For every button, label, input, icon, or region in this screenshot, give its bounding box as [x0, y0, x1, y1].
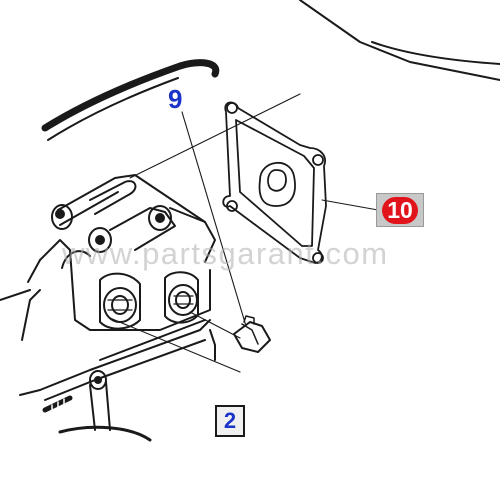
engine-housing-outline [0, 0, 500, 301]
callout-badge-10[interactable]: 10 [376, 193, 424, 227]
watermark-text: www.partsgarant.com [62, 236, 389, 271]
callout-label-10: 10 [382, 196, 418, 224]
callout-label-9[interactable]: 9 [168, 84, 183, 114]
gasket-10 [222, 101, 327, 264]
plug-9 [233, 315, 271, 353]
leader-lines [109, 93, 379, 373]
callout-label-2[interactable]: 2 [215, 405, 245, 437]
valve-body [19, 174, 216, 442]
